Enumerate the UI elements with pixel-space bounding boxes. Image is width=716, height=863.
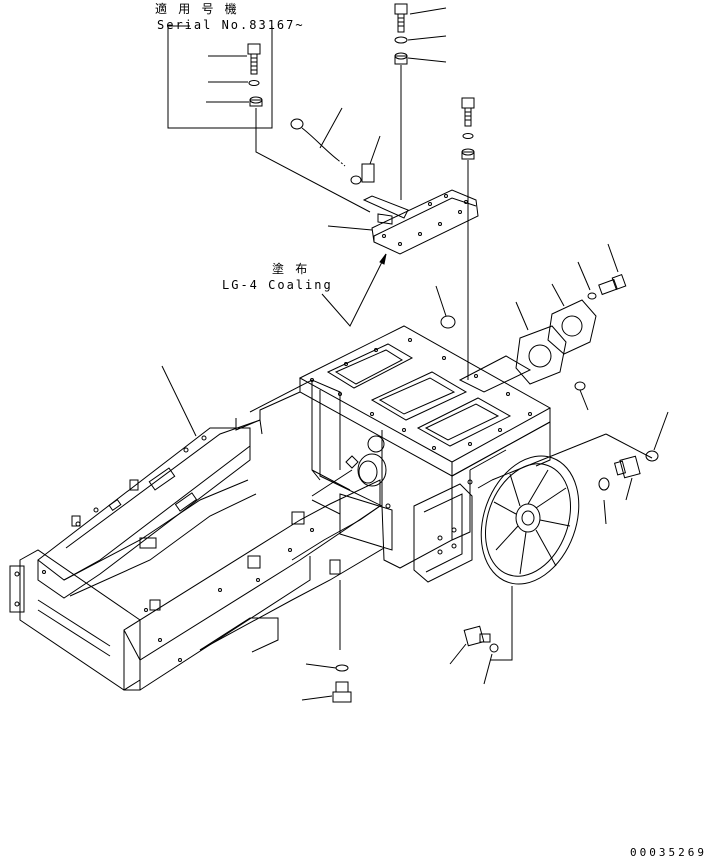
coating-arrow: [321, 253, 387, 327]
side-cover: [547, 283, 597, 355]
plug-right: [574, 381, 589, 411]
inset-bolt: [208, 43, 261, 75]
final-drive-cover: [477, 433, 653, 661]
right-bolt: [461, 97, 475, 160]
transmission-case: [199, 325, 552, 651]
inset-lock-washer: [208, 80, 260, 86]
plug-top: [435, 285, 456, 329]
top-washer: [394, 35, 447, 44]
inspection-cover: [327, 189, 479, 255]
serial-range: Serial No.83167~: [157, 18, 305, 32]
side-gasket: [515, 301, 567, 385]
drawing-number: 00035269: [630, 846, 707, 859]
serial-title: 適 用 号 機: [155, 2, 239, 16]
side-bolt: [577, 243, 627, 300]
coating-label-en: LG-4 Coaling: [222, 278, 333, 292]
drain-plug-right: [598, 477, 610, 525]
fitting-bottom: [449, 625, 499, 685]
main-frame: [9, 365, 381, 691]
drain-plug-bottom: [301, 580, 352, 703]
serial-inset-bracket: [167, 25, 273, 129]
top-bolt: [394, 3, 447, 33]
top-spacer: [394, 52, 447, 65]
elbow-fitting: [613, 455, 641, 501]
inset-leader: [255, 108, 371, 213]
coating-label-jp: 塗 布: [272, 262, 310, 276]
inset-nut: [206, 96, 263, 107]
breather: [645, 411, 669, 462]
cable-sensor: [290, 107, 346, 167]
small-cap: [350, 135, 381, 185]
